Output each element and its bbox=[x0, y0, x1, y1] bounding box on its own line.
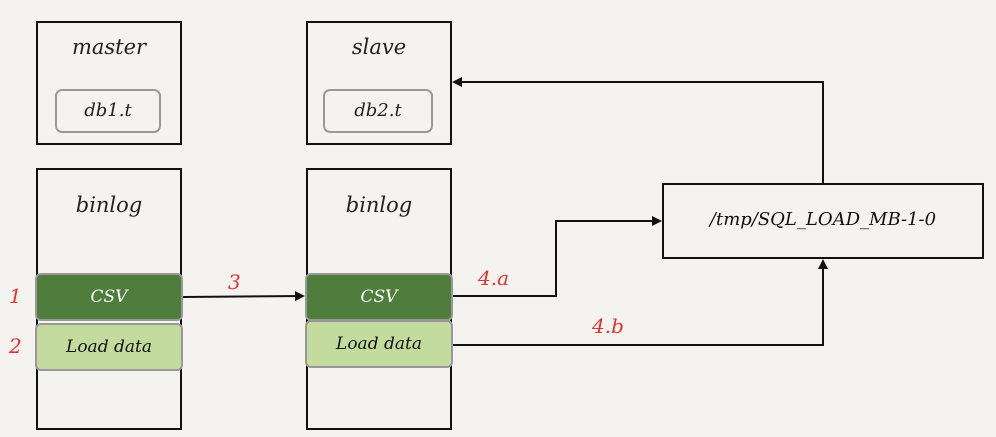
arrow-tmp-to-slave bbox=[452, 77, 824, 183]
master-load-data-event: Load data bbox=[35, 323, 183, 371]
arrow-step-4a bbox=[453, 216, 662, 297]
step-label-3: 3 bbox=[228, 270, 241, 294]
master-title: master bbox=[71, 35, 147, 59]
arrow-step-3 bbox=[182, 291, 305, 302]
tmp-file-box: /tmp/SQL_LOAD_MB-1-0 bbox=[662, 183, 984, 259]
slave-load-data-event: Load data bbox=[305, 320, 453, 368]
slave-binlog-title: binlog bbox=[345, 193, 413, 217]
slave-table-db2t: db2.t bbox=[323, 89, 433, 133]
tmp-file-path: /tmp/SQL_LOAD_MB-1-0 bbox=[709, 209, 937, 230]
step-label-2: 2 bbox=[9, 334, 22, 358]
master-csv-event: CSV bbox=[35, 273, 183, 321]
master-box: master db1.t bbox=[36, 21, 182, 145]
master-binlog-title: binlog bbox=[75, 193, 143, 217]
arrow-step-4b bbox=[453, 259, 828, 346]
step-label-4a: 4.a bbox=[478, 266, 510, 290]
slave-title: slave bbox=[351, 35, 407, 59]
slave-box: slave db2.t bbox=[306, 21, 452, 145]
step-label-1: 1 bbox=[9, 284, 22, 308]
step-label-4b: 4.b bbox=[592, 314, 624, 338]
master-table-db1t: db1.t bbox=[55, 89, 161, 133]
